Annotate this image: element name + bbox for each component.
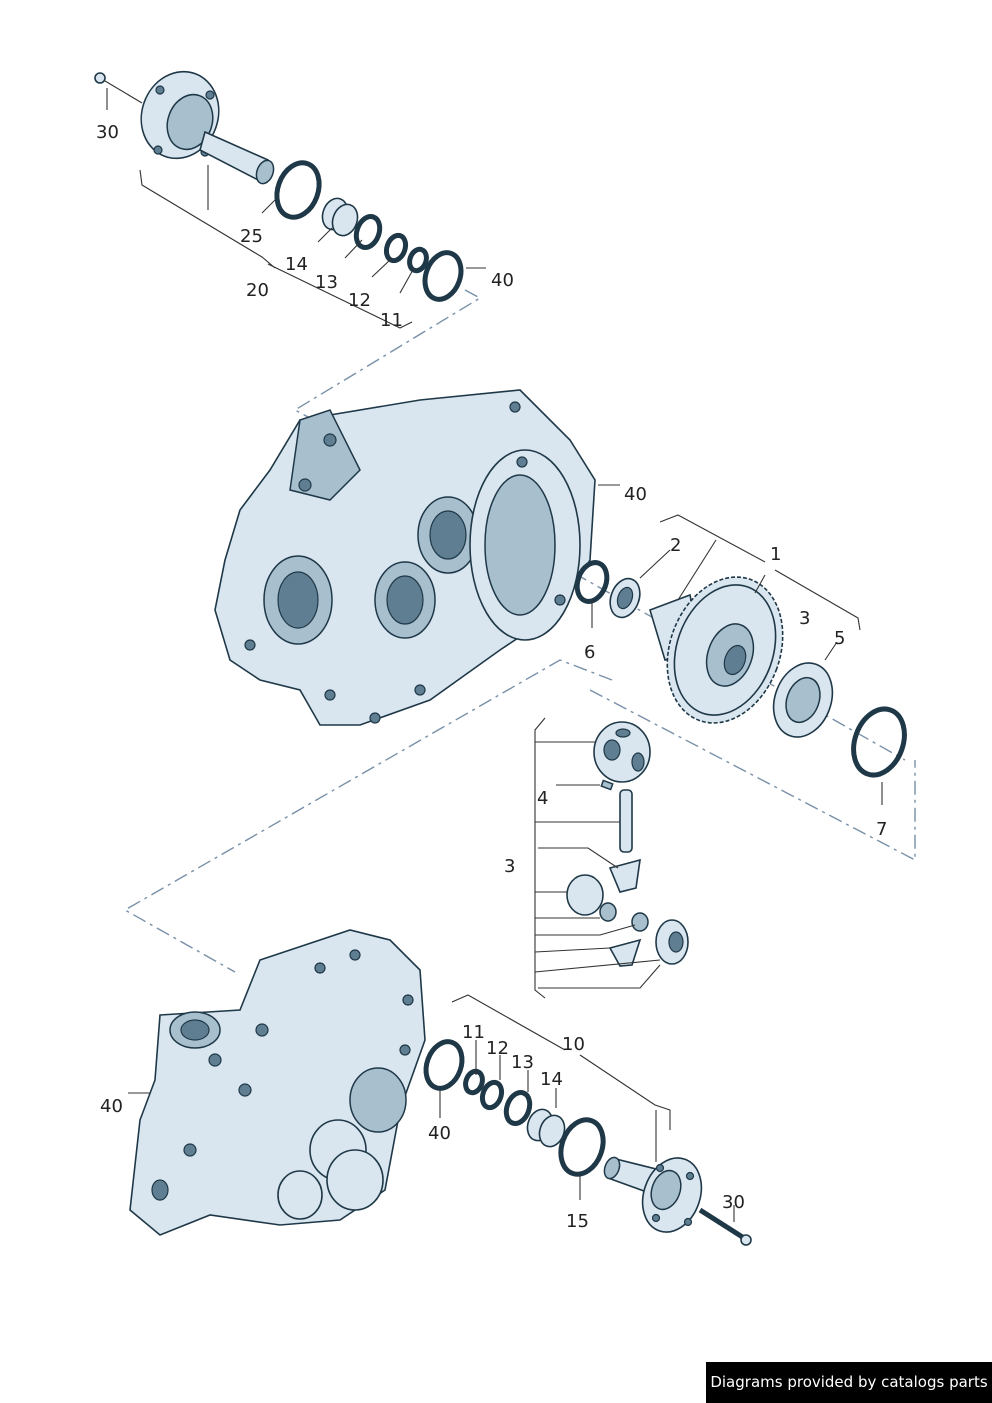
- callout-25: 25: [240, 226, 263, 247]
- callout-15: 15: [566, 1211, 589, 1232]
- callout-11-bottom: 11: [462, 1022, 485, 1043]
- callout-7: 7: [876, 819, 887, 840]
- bottom-seals-rings: [423, 1039, 606, 1177]
- callout-20: 20: [246, 280, 269, 301]
- callout-40-housing: 40: [624, 484, 647, 505]
- leader-lines: [106, 88, 883, 1222]
- callout-4: 4: [537, 788, 548, 809]
- top-seals-rings: [274, 160, 464, 302]
- differential-internals: [566, 721, 689, 967]
- callout-13-top: 13: [315, 272, 338, 293]
- bottom-flange-shaft: [603, 1156, 752, 1246]
- callout-40-top: 40: [491, 270, 514, 291]
- callout-40-lower-housing: 40: [100, 1096, 123, 1117]
- callout-5: 5: [834, 628, 845, 649]
- lower-gearbox-housing: [129, 929, 426, 1236]
- callout-10: 10: [562, 1034, 585, 1055]
- top-flange-shaft: [94, 70, 275, 185]
- callout-3-gear: 3: [799, 608, 810, 629]
- callout-labels: 30 25 14 13 12 11 20 40 40 2 1 3 5 6 7 4…: [96, 122, 887, 1232]
- callout-40-bottom-ring: 40: [428, 1123, 451, 1144]
- callout-14-bottom: 14: [540, 1069, 563, 1090]
- callout-6: 6: [584, 642, 595, 663]
- callout-12-top: 12: [348, 290, 371, 311]
- callout-14-top: 14: [285, 254, 308, 275]
- upper-gearbox-housing: [214, 389, 596, 726]
- differential-gear-group: [574, 560, 907, 778]
- callout-1: 1: [770, 544, 781, 565]
- callout-3-internals: 3: [504, 856, 515, 877]
- callout-2: 2: [670, 535, 681, 556]
- callout-30-top: 30: [96, 122, 119, 143]
- callout-11-top: 11: [380, 310, 403, 331]
- callout-12-bottom: 12: [486, 1038, 509, 1059]
- callout-30-bottom: 30: [722, 1192, 745, 1213]
- credit-banner: Diagrams provided by catalogs parts: [706, 1362, 992, 1403]
- callout-13-bottom: 13: [511, 1052, 534, 1073]
